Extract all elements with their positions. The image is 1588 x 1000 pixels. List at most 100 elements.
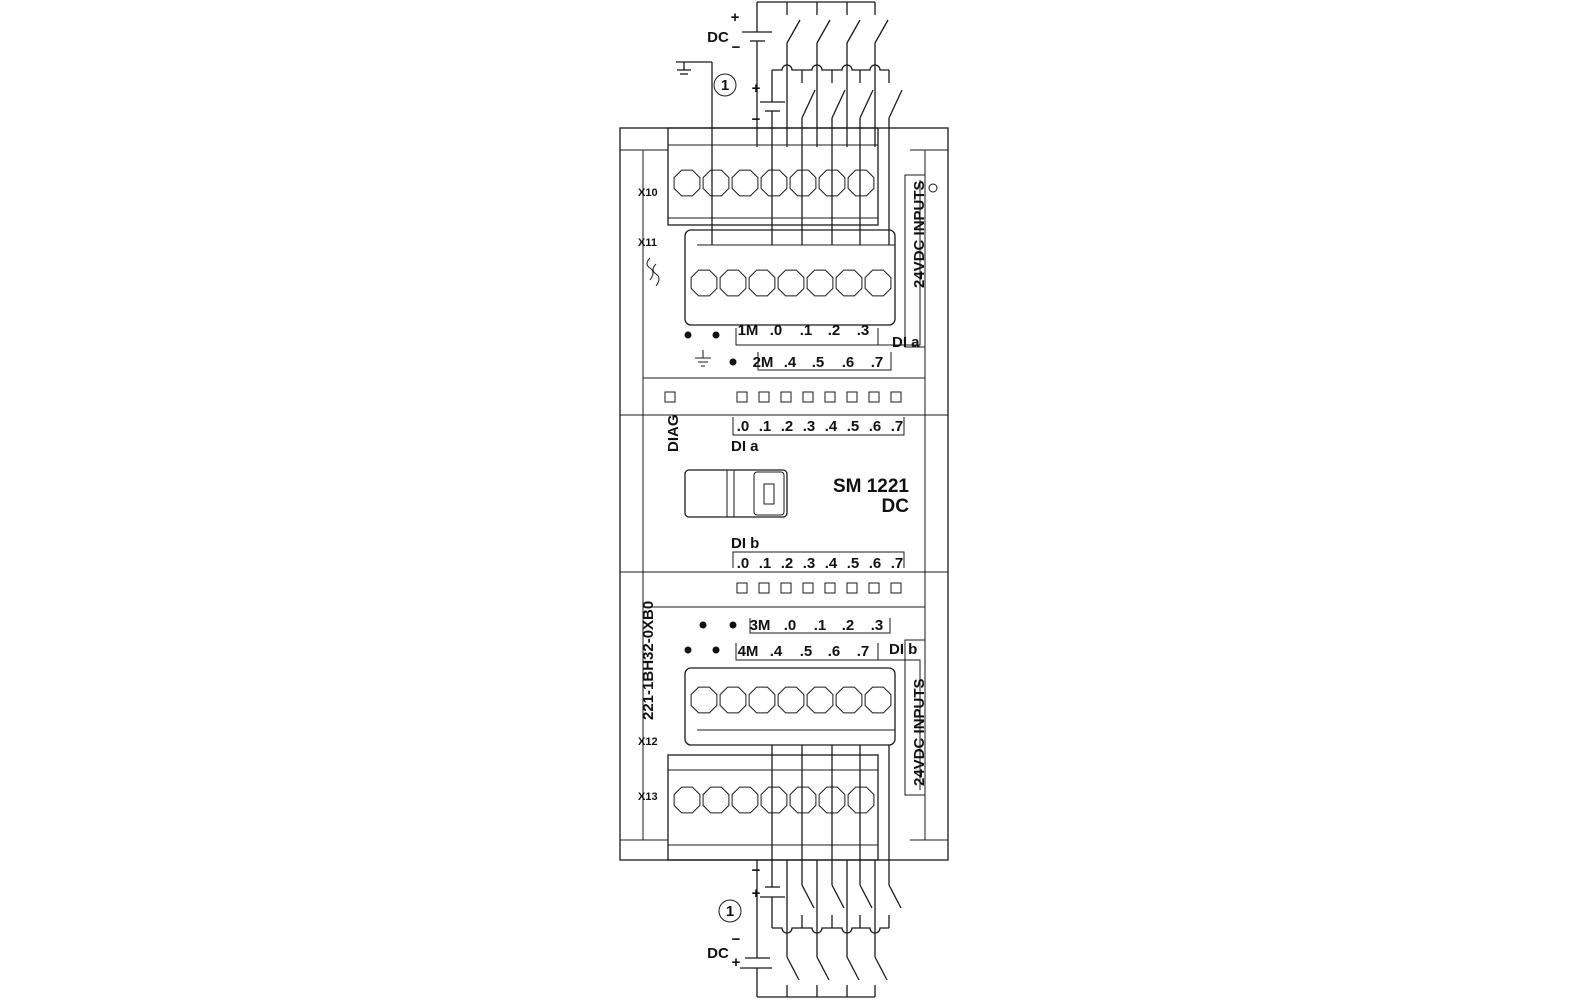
note-marker-circle <box>718 899 742 923</box>
terminal-label: .5 <box>812 354 825 371</box>
led-label-b: .5 <box>847 555 860 572</box>
terminal-label: .1 <box>814 617 827 634</box>
note-marker-circle <box>713 73 737 97</box>
label-x13: X13 <box>638 791 658 803</box>
terminal-screw-x11[interactable] <box>864 269 892 297</box>
terminal-label: .3 <box>857 322 870 339</box>
led-di-b <box>824 582 836 594</box>
supply-bus <box>772 927 889 934</box>
terminal-screw-x13[interactable] <box>847 786 875 814</box>
terminal-screw-x13[interactable] <box>673 786 701 814</box>
order-number: 221-1BH32-0XB0 <box>640 601 657 720</box>
module-body: X10 X11 X12 X13 24VDC INPUTS 24VDC INPUT… <box>619 127 949 861</box>
led-di-b <box>758 582 770 594</box>
wiring <box>676 1 903 998</box>
terminal-screw-x12[interactable] <box>835 686 863 714</box>
terminal-screw-x12[interactable] <box>777 686 805 714</box>
label-x12: X12 <box>638 736 658 748</box>
connector-x10 <box>667 127 879 226</box>
led-label-b: .1 <box>759 555 772 572</box>
terminal-screw-x12[interactable] <box>690 686 718 714</box>
terminal-screw-x10[interactable] <box>818 169 846 197</box>
led-label-a: .3 <box>803 418 816 435</box>
terminal-dot <box>729 358 737 366</box>
connector-x13 <box>667 754 879 861</box>
switch <box>786 956 800 981</box>
terminal-label: .2 <box>842 617 855 634</box>
terminal-dot <box>712 331 720 339</box>
terminal-screw-x11[interactable] <box>835 269 863 297</box>
terminal-screw-x11[interactable] <box>690 269 718 297</box>
terminal-label: 4M <box>738 643 759 660</box>
polarity-label: − <box>752 111 761 128</box>
connector-x11 <box>684 229 896 326</box>
led-di-a <box>824 391 836 403</box>
terminal-label: .0 <box>784 617 797 634</box>
terminal-screw-x12[interactable] <box>719 686 747 714</box>
led-label-b: .3 <box>803 555 816 572</box>
led-label-a: .2 <box>781 418 794 435</box>
terminal-label: .4 <box>770 643 783 660</box>
terminal-screw-x13[interactable] <box>789 786 817 814</box>
polarity-label: − <box>732 931 741 948</box>
label-x10: X10 <box>638 187 658 199</box>
terminal-screw-x10[interactable] <box>789 169 817 197</box>
switch <box>888 89 903 119</box>
module-name: SM 1221 <box>833 476 909 497</box>
terminal-dot <box>684 331 692 339</box>
terminal-screw-x13[interactable] <box>818 786 846 814</box>
memory-card-slot[interactable] <box>684 469 788 518</box>
terminal-screw-x10[interactable] <box>702 169 730 197</box>
terminal-screw-x11[interactable] <box>777 269 805 297</box>
note-marker: 1 <box>726 903 734 920</box>
led-di-b <box>736 582 748 594</box>
terminal-screw-x11[interactable] <box>748 269 776 297</box>
terminal-label: .1 <box>800 322 813 339</box>
note-marker: 1 <box>721 77 729 94</box>
terminal-screw-x13[interactable] <box>760 786 788 814</box>
terminal-label: .3 <box>871 617 884 634</box>
group-label-b-terminals: DI b <box>889 641 917 658</box>
terminal-label: .7 <box>857 643 870 660</box>
led-di-a <box>890 391 902 403</box>
switch <box>786 19 801 44</box>
terminal-screw-x10[interactable] <box>673 169 701 197</box>
polarity-label: − <box>752 862 761 879</box>
supply-bus <box>772 64 889 71</box>
diag-led <box>664 391 676 403</box>
switch <box>831 89 846 119</box>
diag-label: DIAG <box>665 415 682 453</box>
terminal-label: .7 <box>871 354 884 371</box>
led-di-a <box>758 391 770 403</box>
switch <box>846 956 860 981</box>
terminal-screw-x12[interactable] <box>748 686 776 714</box>
terminal-screw-x10[interactable] <box>731 169 759 197</box>
led-di-a <box>846 391 858 403</box>
terminal-screw-x13[interactable] <box>702 786 730 814</box>
terminal-screw-x11[interactable] <box>719 269 747 297</box>
terminal-screw-x12[interactable] <box>806 686 834 714</box>
polarity-label: − <box>732 39 741 56</box>
supply-label: DC <box>707 945 729 962</box>
polarity-label: + <box>752 885 761 902</box>
terminal-screw-x10[interactable] <box>760 169 788 197</box>
led-label-b: .4 <box>825 555 838 572</box>
terminal-dot <box>712 646 720 654</box>
terminal-label: 1M <box>738 322 759 339</box>
led-label-b: .7 <box>891 555 904 572</box>
terminal-screw-x10[interactable] <box>847 169 875 197</box>
led-di-b <box>802 582 814 594</box>
led-label-b: .6 <box>869 555 882 572</box>
terminal-label: .6 <box>842 354 855 371</box>
polarity-label: + <box>732 954 741 971</box>
terminal-screw-x12[interactable] <box>864 686 892 714</box>
terminal-label: .2 <box>828 322 841 339</box>
terminal-screw-x11[interactable] <box>806 269 834 297</box>
led-label-a: .0 <box>737 418 750 435</box>
switch <box>874 19 889 44</box>
led-label-a: .1 <box>759 418 772 435</box>
switch <box>888 884 902 909</box>
switch <box>859 884 873 909</box>
terminal-screw-x13[interactable] <box>731 786 759 814</box>
